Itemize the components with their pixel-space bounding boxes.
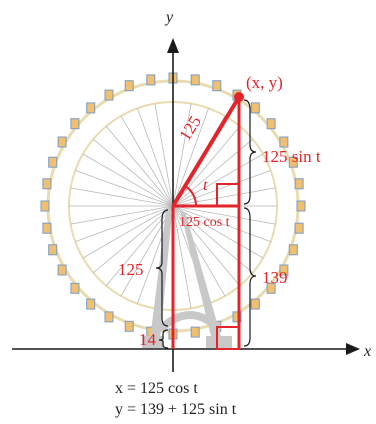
wheel-spoke — [120, 115, 174, 207]
right-angle-marker-lower — [216, 326, 240, 350]
x-axis-label: x — [363, 343, 371, 360]
center-offset-label: 139 — [262, 268, 288, 287]
point-label: (x, y) — [246, 73, 283, 92]
wheel-spoke — [93, 138, 174, 207]
tower-left-leg — [150, 210, 172, 340]
wheel-spoke — [120, 205, 174, 297]
horizontal-side-label: 125 cos t — [179, 215, 230, 230]
right-angle-marker-upper — [216, 183, 240, 207]
wheel-spoke — [93, 205, 174, 274]
wheel-cabin — [57, 264, 67, 276]
wheel-spoke — [172, 205, 271, 242]
brace-125-sin-t — [243, 99, 257, 205]
wheel-spoke — [172, 108, 209, 207]
wheel-cabin — [70, 282, 80, 294]
wheel-cabin — [190, 326, 200, 338]
base-offset-label: 14 — [139, 330, 157, 349]
wheel-cabin — [42, 178, 52, 190]
wheel-cabin — [288, 244, 298, 256]
measurement-braces — [155, 99, 257, 349]
wheel-cabin — [212, 80, 222, 92]
wheel-cabin — [86, 102, 96, 114]
y-axis-arrowhead — [167, 38, 179, 53]
wheel-cabin — [124, 320, 134, 332]
brace-139 — [243, 207, 257, 347]
wheel-cabin — [266, 118, 276, 130]
wheel-spoke — [172, 153, 264, 207]
angle-label: t — [203, 177, 208, 194]
wheel-cabin — [86, 298, 96, 310]
wheel-cabin — [279, 136, 289, 148]
brace-125-center — [155, 209, 169, 327]
wheel-cabin — [70, 118, 80, 130]
wheel-spoke — [70, 205, 174, 225]
wheel-cabin — [232, 311, 242, 323]
wheel-spoke — [82, 153, 174, 207]
wheel-cabin — [250, 102, 260, 114]
wheel-spoke — [172, 205, 276, 225]
wheel-spoke — [172, 103, 192, 207]
x-axis-arrowhead — [346, 343, 360, 355]
wheel-spoke — [172, 170, 271, 207]
wheel-cabin — [266, 282, 276, 294]
wheel-spoke — [172, 205, 192, 309]
tower-right-leg — [180, 210, 222, 340]
wheel-cabin — [104, 89, 114, 101]
wheel-spoke — [105, 126, 174, 207]
wheel-cabin — [146, 74, 156, 86]
wheel-spoke — [82, 205, 174, 259]
wheel-cabin — [294, 222, 304, 234]
wheel-cabin — [42, 222, 52, 234]
wheel-spoke — [154, 103, 174, 207]
wheel-cabin — [48, 244, 58, 256]
vertical-side-label: 125 sin t — [262, 147, 321, 166]
wheel-spoke — [172, 126, 241, 207]
wheel-cabin — [294, 178, 304, 190]
brace-14 — [158, 329, 169, 349]
wheel-spoke — [75, 170, 174, 207]
wheel-cabin — [296, 200, 306, 212]
wheel-spoke — [172, 187, 276, 207]
angle-arc — [184, 185, 198, 207]
x-equation: x = 125 cos t — [115, 380, 198, 397]
wheel-cabin — [48, 156, 58, 168]
radius-label: 125 — [175, 112, 205, 144]
wheel-spoke — [172, 205, 226, 297]
tower-base-left — [142, 336, 164, 348]
wheel-cabin — [250, 298, 260, 310]
wheel-spoke — [172, 205, 264, 259]
wheel-cabin — [104, 311, 114, 323]
wheel-spoke — [70, 187, 174, 207]
wheel-cabin — [190, 74, 200, 86]
tower-base-right — [206, 336, 232, 348]
wheel-cabin — [124, 80, 134, 92]
wheel-spoke — [137, 108, 174, 207]
trig-construction — [171, 92, 244, 350]
wheel-spoke — [75, 205, 174, 242]
center-height-label: 125 — [118, 260, 144, 279]
radius-line — [171, 95, 241, 208]
point-xy-marker — [234, 92, 244, 102]
wheel-cabin — [57, 136, 67, 148]
y-axis-label: y — [164, 9, 174, 26]
wheel-cabin — [288, 156, 298, 168]
y-equation: y = 139 + 125 sin t — [115, 401, 237, 418]
wheel-cabin — [40, 200, 50, 212]
wheel-cabin — [279, 264, 289, 276]
